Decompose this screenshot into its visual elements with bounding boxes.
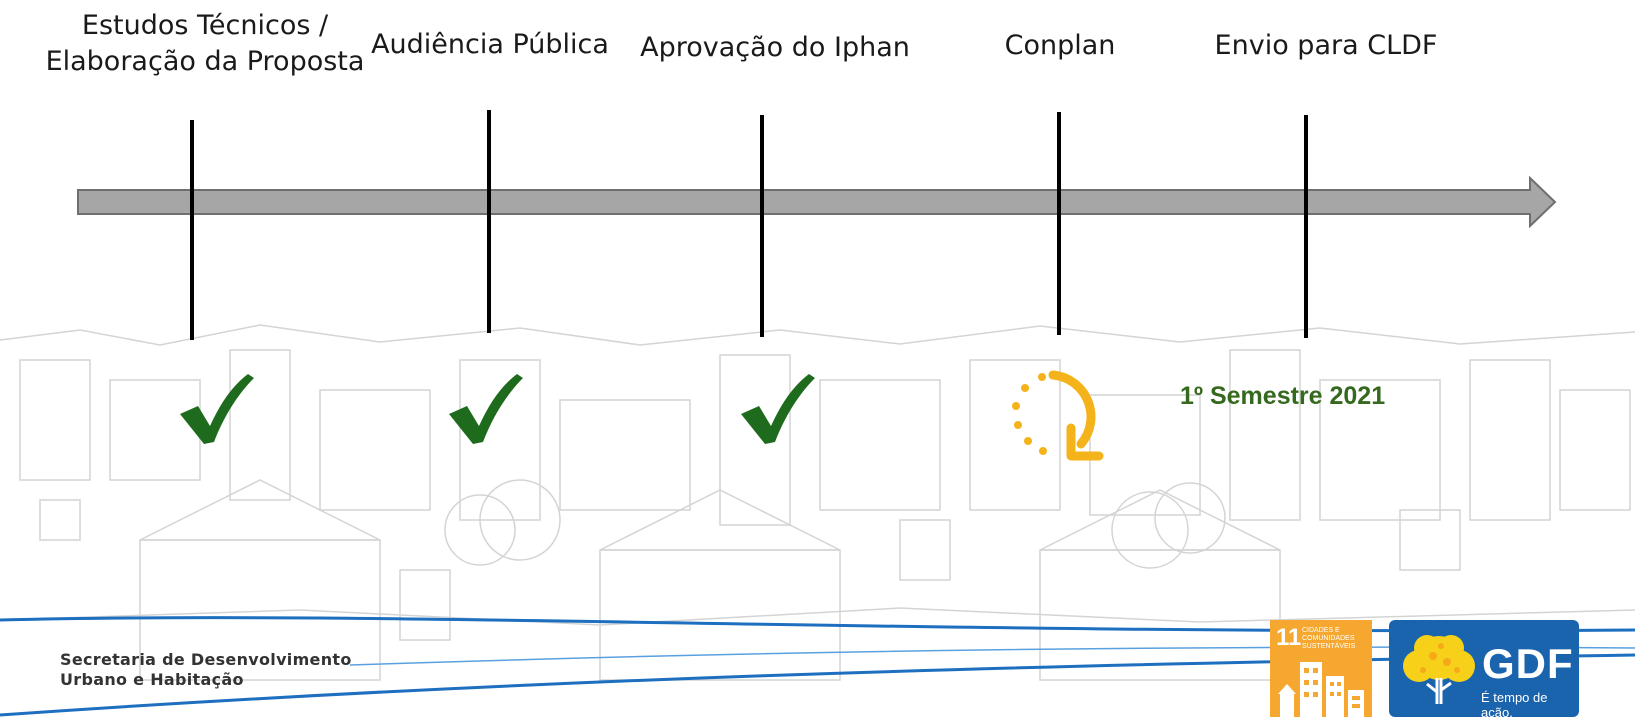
stage-1-label-line1: Estudos Técnicos / <box>81 10 329 41</box>
stage-3-label: Aprovação do Iphan <box>640 32 910 63</box>
ipe-tree-icon <box>1403 635 1475 704</box>
check-icon <box>180 374 254 444</box>
stage-2-label: Audiência Pública <box>371 29 609 60</box>
ods-text-line1: CIDADES E <box>1302 627 1340 634</box>
timeline-diagram <box>77 110 1557 340</box>
ods-number: 11 <box>1276 624 1302 651</box>
stage-1-label-line2: Elaboração da Proposta <box>45 46 365 77</box>
check-icon <box>449 374 523 444</box>
ods-text: CIDADES E COMUNIDADES SUSTENTÁVEIS <box>1302 627 1355 651</box>
check-icon <box>741 374 815 444</box>
gdf-wordmark: GDF <box>1482 640 1574 687</box>
organization-name-line1: Secretaria de Desenvolvimento <box>60 650 352 669</box>
gdf-logo: GDF É tempo de ação. <box>1389 620 1579 717</box>
ods-text-line3: SUSTENTÁVEIS <box>1302 643 1356 650</box>
next-step-date: 1º Semestre 2021 <box>1180 382 1386 410</box>
stage-1-label: Estudos Técnicos / Elaboração da Propost… <box>45 8 365 80</box>
in-progress-icon <box>1012 370 1104 461</box>
gdf-slogan: É tempo de ação. <box>1481 690 1548 717</box>
city-sketch-background <box>0 324 1635 681</box>
organization-name: Secretaria de Desenvolvimento Urbano e H… <box>60 650 352 690</box>
timeline-arrow <box>77 175 1557 229</box>
ods-11-badge: 11 CIDADES E COMUNIDADES SUSTENTÁVEIS <box>1270 620 1372 717</box>
ods-text-line2: COMUNIDADES <box>1302 635 1355 642</box>
stage-4-label: Conplan <box>1004 30 1116 61</box>
stage-5-label: Envio para CLDF <box>1214 30 1438 61</box>
organization-name-line2: Urbano e Habitação <box>60 670 244 689</box>
city-buildings-icon <box>1278 662 1364 717</box>
